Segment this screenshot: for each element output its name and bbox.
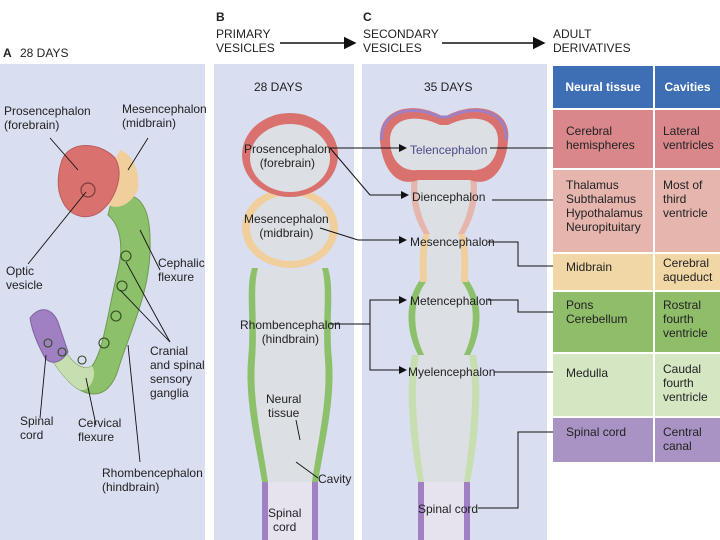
c-label-metencephalon: Metencephalon [410,294,493,308]
c-spinal-cavity [424,482,464,540]
c-label-myelencephalon: Myelencephalon [408,365,496,379]
table-cell-neural: Midbrain [566,260,613,274]
c-label-telencephalon: Telencephalon [410,143,488,157]
a-label-cervical-flexure: Cervical flexure [78,416,122,444]
b-forebrain-cavity [250,124,330,192]
connector-arrows [319,144,563,509]
header-a-letter: A [3,46,12,60]
table-cell-neural: Medulla [566,366,609,380]
table-cell-cavity: Caudal fourth ventricle [663,362,708,404]
table-cell-cavity: Central canal [663,425,702,453]
b-label-neural-tissue: Neural tissue [266,392,302,420]
table-cell-cavity: Lateral ventricles [663,124,714,152]
a-label-mesencephalon: Mesencephalon (midbrain) [122,102,207,130]
table-row [553,292,720,352]
header-a-text: 28 DAYS [20,46,69,60]
header-adult: ADULT DERIVATIVES [553,27,631,55]
b-label-rhombencephalon: Rhombencephalon (hindbrain) [240,318,341,346]
a-label-ganglia: Cranial and spinal sensory ganglia [150,344,205,400]
header-b-text: PRIMARY VESICLES [216,27,275,55]
optic-vesicle-shape [80,182,96,198]
panel-a-embryo [27,137,171,463]
table-column-divider [653,66,655,462]
b-label-spinal-cord: Spinal cord [268,506,302,534]
c-diencephalon-cavity [417,178,471,234]
table-cell-cavity: Most of third ventricle [663,178,708,220]
header-c-letter: C [363,10,372,24]
a-label-prosencephalon: Prosencephalon (forebrain) [4,104,91,132]
panel-a-leaders [27,137,171,463]
table-header-cavities: Cavities [655,66,720,108]
c-label-mesencephalon: Mesencephalon [410,235,495,249]
embryo-cervical-light [52,350,95,391]
table-cell-neural: Thalamus Subthalamus Hypothalamus Neurop… [566,178,643,234]
c-myelencephalon-cavity [415,355,473,482]
table-cell-neural: Spinal cord [566,425,627,439]
c-telencephalon-cavity [390,118,498,171]
c-label-diencephalon: Diencephalon [412,190,486,204]
table-cell-neural: Pons Cerebellum [566,298,628,326]
embryo-forebrain [57,145,120,218]
table-row [553,254,720,290]
table-cell-neural: Cerebral hemispheres [566,124,635,152]
c-label-spinal-cord: Spinal cord [418,502,479,516]
panel-a-background [0,64,205,540]
c-metencephalon-cavity [415,282,473,355]
b-midbrain-cavity [250,195,330,261]
embryo-spinal-cord [29,309,69,363]
c-mesencephalon-cavity [426,232,462,282]
panel-b-tube [242,113,338,540]
b-label-mesencephalon: Mesencephalon (midbrain) [244,212,329,240]
a-label-optic-vesicle: Optic vesicle [6,264,43,292]
panel-b-leaders [295,419,319,479]
c-days: 35 DAYS [424,80,473,94]
b-spinal-cavity [268,482,312,540]
panel-c-tube [379,108,509,540]
table-row [553,354,720,416]
table-row [553,170,720,252]
table-row [553,110,720,168]
header-c-text: SECONDARY VESICLES [363,27,439,55]
b-label-prosencephalon: Prosencephalon (forebrain) [244,142,331,170]
header-b-letter: B [216,10,225,24]
a-label-spinal-cord: Spinal cord [20,414,54,442]
a-label-rhombencephalon: Rhombencephalon (hindbrain) [102,466,203,494]
b-hindbrain-cavity [254,268,326,482]
table-row [553,418,720,462]
b-label-cavity: Cavity [318,472,352,486]
table-cell-cavity: Rostral fourth ventricle [663,298,708,340]
table-header-neural: Neural tissue [553,66,653,108]
c-telencephalon-rim [380,109,508,141]
b-days: 28 DAYS [254,80,303,94]
ganglia-loops [43,250,132,365]
table-cell-cavity: Cerebral aqueduct [663,256,713,284]
a-label-cephalic-flexure: Cephalic flexure [158,256,205,284]
